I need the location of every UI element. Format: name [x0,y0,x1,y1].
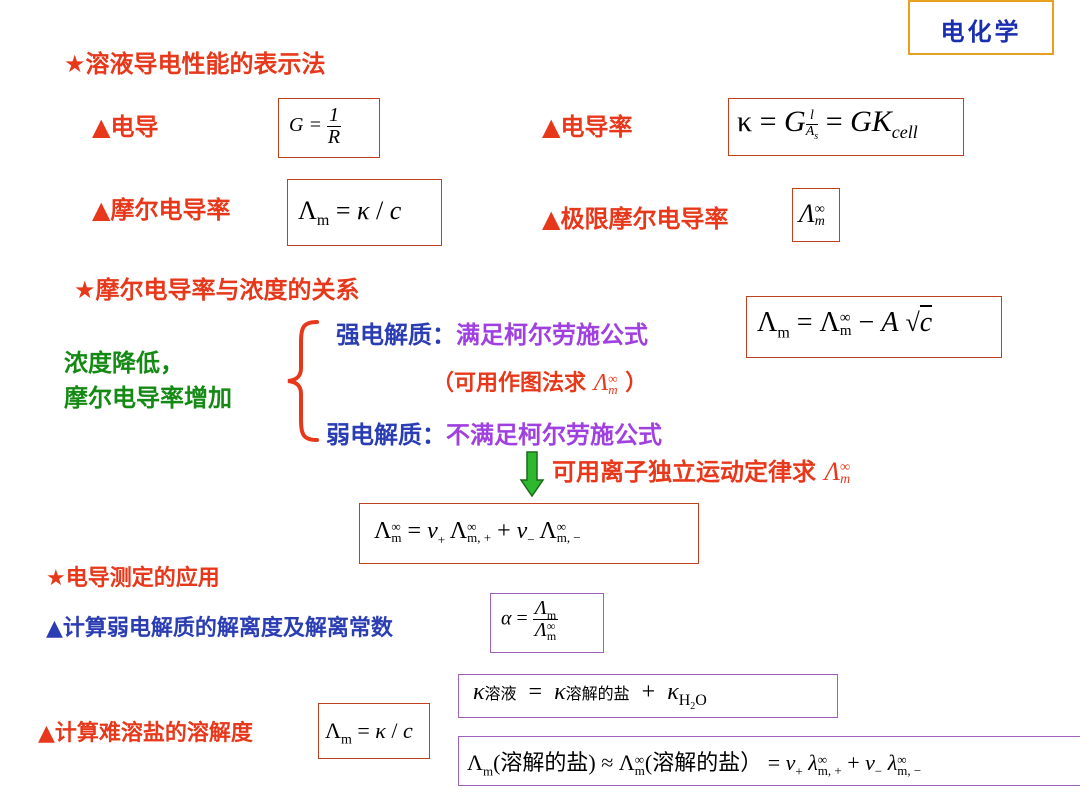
arrow-down-icon [519,451,545,498]
chapter-title: 电化学 [940,18,1022,46]
strong-electrolyte-line: 强电解质：满足柯尔劳施公式 [336,315,648,350]
formula-salt-molar: Λm(溶解的盐) ≈ Λ∞m(溶解的盐） = ν+ λ∞m, + + ν− λ∞… [458,736,1080,786]
section-heading-representation: ★溶液导电性能的表示法 [64,50,326,78]
weak-electrolyte-text: 不满足柯尔劳施公式 [446,421,662,449]
weak-electrolyte-line: 弱电解质：不满足柯尔劳施公式 [326,415,662,450]
label-conductivity: ▲电导率 [542,113,633,141]
formula-ion-migration: Λ∞m = ν+ Λ∞m, + + ν− Λ∞m, − [359,503,699,564]
salt-paren-left: (溶解的盐) [493,750,596,775]
graphical-method-text: （可用作图法求 [432,371,587,396]
formula-limiting-molar: Λ∞m [792,188,840,242]
label-limiting-molar-conductivity: ▲极限摩尔电导率 [542,205,729,233]
label-conductance: ▲电导 [92,113,159,141]
formula-solubility-molar: Λm = κ / c [318,703,430,759]
sub-solution: 溶液 [484,686,517,703]
text-molar-increase: 摩尔电导率增加 [64,384,232,412]
formula-kohlrausch: Λm = Λ∞m − A √c [746,296,1002,358]
graphical-method-line: （可用作图法求 Λ∞m ） [432,370,648,398]
formula-conductivity-sum: κ溶液 = κ溶解的盐 + κH2O [458,674,838,718]
application-dissociation: ▲计算弱电解质的解离度及解离常数 [46,616,393,641]
formula-molar-conductivity: Λm = κ / c [287,179,442,246]
graphical-method-close: ） [625,371,648,396]
text-concentration-decrease: 浓度降低， [64,349,184,377]
ion-migration-text: 可用离子独立运动定律求 [552,458,816,486]
brace-icon [287,320,319,442]
ion-migration-line: 可用离子独立运动定律求 Λ∞m [552,457,851,488]
salt-paren-right: (溶解的盐） [644,750,763,775]
chapter-title-box: 电化学 [908,0,1054,55]
sub-dissolved-salt: 溶解的盐 [565,686,630,703]
section-heading-applications: ★电导测定的应用 [46,566,220,591]
strong-electrolyte-label: 强电解质： [336,321,456,349]
section-heading-concentration: ★摩尔电导率与浓度的关系 [74,276,360,304]
strong-electrolyte-text: 满足柯尔劳施公式 [456,321,648,349]
label-molar-conductivity: ▲摩尔电导率 [92,196,231,224]
application-solubility: ▲计算难溶盐的溶解度 [38,721,253,746]
weak-electrolyte-label: 弱电解质： [326,421,446,449]
